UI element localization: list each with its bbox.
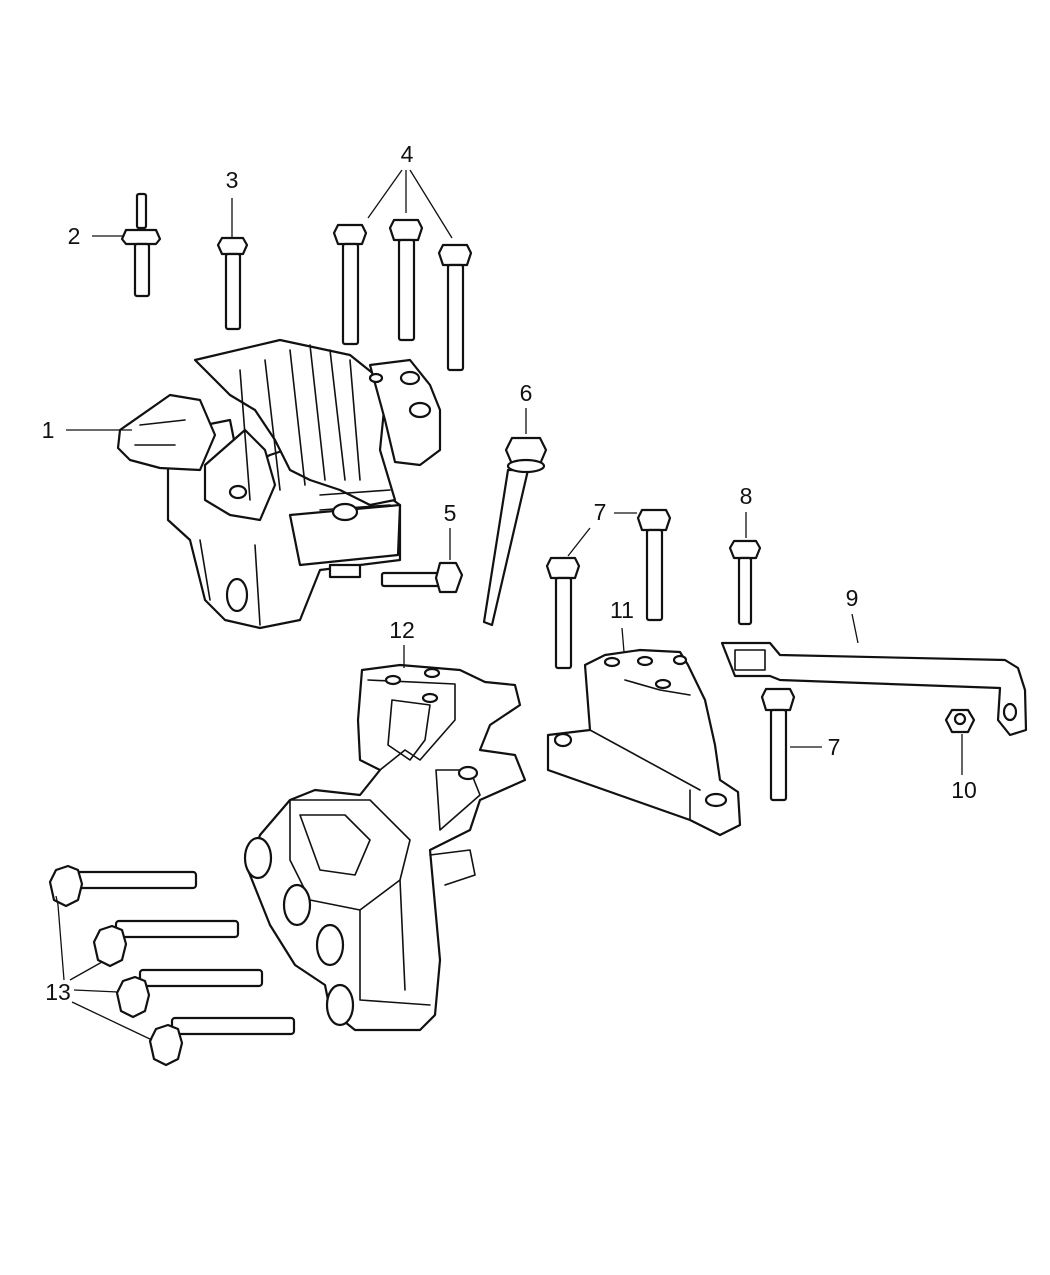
callout-3: 3 [226, 167, 239, 193]
part-bolts-13 [48, 864, 296, 1067]
callout-4: 4 [401, 141, 414, 167]
callout-11: 11 [610, 597, 634, 623]
part-stud [120, 192, 162, 298]
callout-labels: 1 2 3 4 5 6 7 8 9 11 12 7 10 13 [42, 141, 977, 1005]
part-bolt-6 [482, 436, 548, 627]
leader-lines [55, 169, 963, 1041]
callout-9: 9 [846, 585, 859, 611]
callout-10: 10 [951, 777, 977, 803]
callout-6: 6 [520, 380, 533, 406]
part-engine-mount [116, 338, 442, 630]
callout-2: 2 [68, 223, 81, 249]
part-bolt-3 [216, 236, 249, 331]
part-bracket-11 [546, 648, 742, 837]
part-bracket-12 [243, 663, 527, 1032]
part-bolt-7-right [760, 687, 796, 802]
callout-7-upper: 7 [594, 499, 607, 525]
part-bolt-8 [728, 539, 762, 626]
callout-5: 5 [444, 500, 457, 526]
part-bolt-5 [380, 561, 464, 594]
callout-1: 1 [42, 417, 55, 443]
part-bolts-4 [332, 218, 473, 372]
callout-7-lower: 7 [828, 734, 841, 760]
part-bolt-7-center [636, 508, 672, 622]
callout-13: 13 [45, 979, 71, 1005]
part-bolt-7-left [545, 556, 581, 670]
callout-8: 8 [740, 483, 753, 509]
callout-12: 12 [389, 617, 415, 643]
part-nut [944, 708, 976, 734]
part-strut-arm [720, 641, 1028, 737]
